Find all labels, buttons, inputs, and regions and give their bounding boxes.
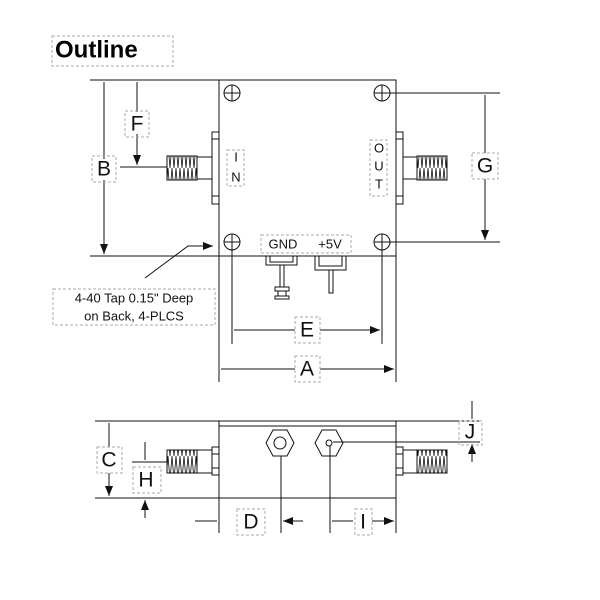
power-hex-nut-icon [314,429,344,457]
power-label: +5V [318,237,342,252]
port-in-label-2: N [231,170,240,185]
mounting-hole-icon [373,84,391,102]
port-out-label-1: O [374,141,384,156]
sma-connector-out-icon [395,131,448,205]
dim-h-label: H [138,469,153,492]
housing-side [218,420,397,499]
sma-connector-in-side-icon [166,446,220,476]
port-out-label-2: U [374,159,383,174]
title: Outline [55,37,138,64]
side-view: C H D I J [95,401,482,536]
dim-b-label: B [97,158,111,181]
mounting-hole-icon [223,233,241,251]
dim-c-label: C [101,449,116,472]
power-terminal-icon [314,255,347,294]
dim-e-label: E [300,319,314,342]
port-in-label-1: I [234,150,238,165]
top-view: I N O U T GND +5V B F [52,79,500,383]
gnd-label: GND [269,237,298,252]
dim-i-label: I [360,511,366,534]
tap-note-line-2: on Back, 4-PLCS [84,309,184,324]
gnd-terminal-icon [265,255,298,300]
dim-j-label: J [465,421,476,444]
title-box [51,35,174,67]
dim-d-label: D [243,511,258,534]
gnd-hex-nut-icon [265,429,295,457]
sma-connector-in-icon [166,131,220,205]
dim-a-label: A [300,358,314,381]
mounting-hole-icon [373,233,391,251]
dim-g-label: G [477,155,493,178]
sma-connector-out-side-icon [395,446,448,476]
dim-f-label: F [131,113,144,136]
mounting-hole-icon [223,84,241,102]
port-out-label-3: T [375,177,383,192]
housing-top [218,79,397,257]
tap-note-line-1: 4-40 Tap 0.15" Deep [75,291,194,306]
